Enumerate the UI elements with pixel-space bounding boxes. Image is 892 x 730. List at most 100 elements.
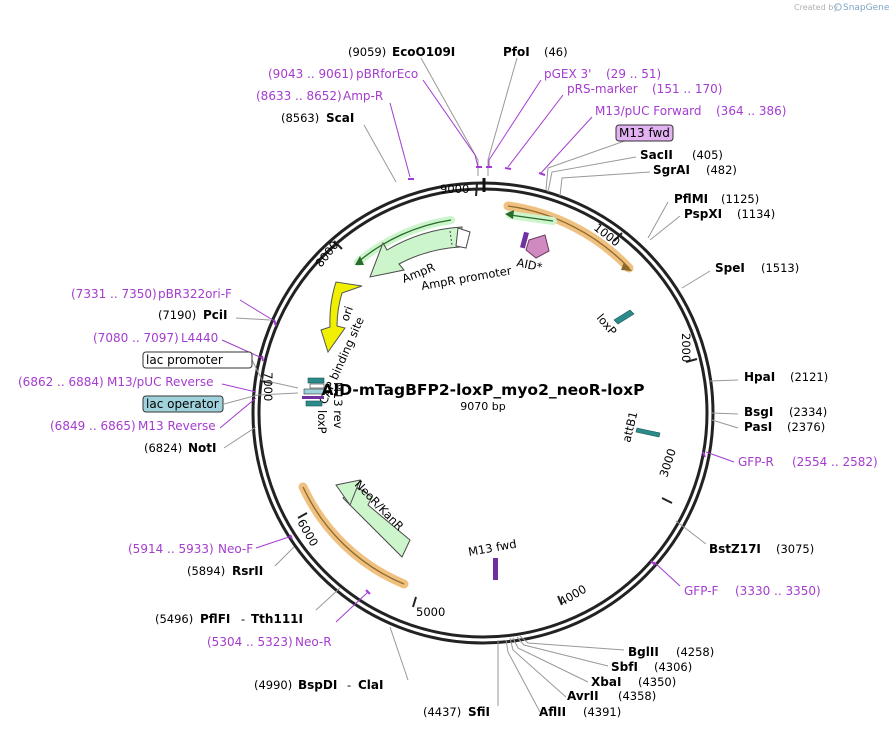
rsrii-name: RsrII bbox=[232, 564, 263, 578]
aid-primer-site bbox=[519, 231, 529, 249]
pbrforeco-leader bbox=[422, 79, 479, 168]
lac-operator-box bbox=[142, 395, 224, 413]
hpai-connector bbox=[709, 379, 739, 382]
gfp-f-range: (3330 .. 3350) bbox=[735, 584, 821, 598]
pbrforeco-range: (9043 .. 9061) bbox=[268, 67, 354, 81]
l4440-range: (7080 .. 7097) bbox=[93, 331, 179, 345]
pbrforeco-name: pBRforEco bbox=[356, 67, 418, 81]
l4440-leader bbox=[221, 339, 263, 359]
pflfi-name: PflFI bbox=[200, 612, 230, 626]
ori-feature-shape bbox=[320, 281, 363, 354]
prs-marker-mark bbox=[504, 167, 512, 170]
bglii-position: (4258) bbox=[676, 645, 714, 659]
aflii-position: (4391) bbox=[583, 705, 621, 719]
neo-f-mark bbox=[289, 534, 293, 540]
bsgi-position: (2334) bbox=[789, 405, 827, 419]
loxp-feature-shape bbox=[613, 309, 635, 325]
neo-f-leader bbox=[255, 535, 293, 549]
tick-label-9000: 9000 bbox=[440, 182, 469, 196]
plasmid-name: AID-mTagBFP2-loxP_myo2_neoR-loxP bbox=[321, 381, 644, 399]
snapgene-logo-icon bbox=[834, 3, 842, 11]
lac-promoter-box bbox=[142, 351, 253, 369]
tick-mark-4000 bbox=[557, 595, 563, 606]
tick-label-6000: 6000 bbox=[294, 517, 321, 549]
bspdi-clai-position: (4990) bbox=[254, 678, 292, 692]
pasi-name: PasI bbox=[744, 420, 772, 434]
m13fwd-box-connector bbox=[545, 136, 637, 191]
plasmid-length: 9070 bp bbox=[460, 400, 505, 413]
pflfi-tth111i-connector bbox=[315, 587, 341, 611]
xbai-connector bbox=[512, 637, 589, 683]
aid-feature-label: AID* bbox=[515, 255, 543, 274]
ori-feature-label: ori bbox=[338, 304, 356, 323]
bsgi-connector bbox=[711, 412, 739, 415]
pgex3-range: (29 .. 51) bbox=[606, 67, 661, 81]
lac-operator-inner-shape bbox=[303, 388, 325, 395]
watermark-brand: SnapGene bbox=[843, 3, 890, 13]
m13-rev-inner-label: M13 rev bbox=[331, 382, 345, 429]
bglii-name: BglII bbox=[628, 645, 659, 659]
pgex3-leader bbox=[488, 79, 542, 166]
tick-mark-5000 bbox=[412, 596, 417, 608]
sgrai-name: SgrAI bbox=[653, 163, 690, 177]
neo-r-range: (5304 .. 5323) bbox=[207, 635, 293, 649]
bstz17i-connector bbox=[675, 520, 707, 545]
pasi-position: (2376) bbox=[787, 420, 825, 434]
pflmi-position: (1125) bbox=[721, 192, 759, 206]
noti-position: (6824) bbox=[144, 441, 182, 455]
sacii-connector bbox=[547, 156, 637, 193]
bstz17i-position: (3075) bbox=[776, 542, 814, 556]
rsrii-connector bbox=[274, 546, 295, 567]
pasi-connector bbox=[711, 419, 739, 429]
hpai-name: HpaI bbox=[744, 370, 775, 384]
lac-promoter-inner-shape bbox=[309, 383, 325, 389]
neo-r-mark bbox=[365, 589, 371, 595]
noti-connector bbox=[223, 426, 257, 449]
tick-label-3000: 3000 bbox=[657, 447, 679, 479]
spei-position: (1513) bbox=[761, 261, 799, 275]
ecoo109i-name: EcoO109I bbox=[392, 45, 455, 59]
pflmi-name: PflMI bbox=[674, 192, 708, 206]
m13-puc-forward-mark bbox=[538, 172, 546, 176]
tick-mark-7000 bbox=[260, 380, 273, 384]
pspxi-name: PspXI bbox=[684, 207, 722, 221]
amp-r-range: (8633 .. 8652) bbox=[256, 89, 342, 103]
m13-puc-reverse-name: M13/pUC Reverse bbox=[107, 375, 214, 389]
lac-promoter-box-label: lac promoter bbox=[146, 353, 223, 367]
pfoi-position: (46) bbox=[544, 45, 568, 59]
m13-reverse-name: M13 Reverse bbox=[138, 419, 216, 433]
neor-feature-arrowhead bbox=[335, 479, 361, 507]
m13-puc-forward-range: (364 .. 386) bbox=[716, 104, 786, 118]
aid-green-line bbox=[509, 214, 554, 222]
tick-label-4000: 4000 bbox=[557, 582, 589, 609]
tick-label-5000: 5000 bbox=[416, 605, 445, 619]
gfp-r-mark bbox=[702, 451, 706, 458]
cap-site-shape bbox=[307, 377, 325, 384]
gfp-r-range: (2554 .. 2582) bbox=[792, 455, 878, 469]
pflfi-tth111i-separator: - bbox=[241, 612, 245, 626]
attb1-feature-shape bbox=[635, 427, 661, 438]
amp-r-name: Amp-R bbox=[343, 89, 383, 103]
tick-mark-9000 bbox=[475, 183, 478, 197]
pfoi-name: PfoI bbox=[503, 45, 530, 59]
xbai-position: (4350) bbox=[638, 675, 676, 689]
sacii-name: SacII bbox=[640, 148, 673, 162]
xbai-name: XbaI bbox=[591, 675, 621, 689]
tick-mark-2000 bbox=[685, 358, 698, 363]
aid-bfp-highlight-line bbox=[507, 205, 630, 269]
noti-name: NotI bbox=[188, 441, 217, 455]
bglii-connector bbox=[519, 635, 625, 651]
bspdi-clai-connector bbox=[389, 626, 409, 681]
ampr-promoter-shape bbox=[455, 227, 471, 249]
m13-reverse-range: (6849 .. 6865) bbox=[50, 419, 136, 433]
avrii-connector bbox=[509, 637, 567, 698]
spei-connector bbox=[681, 270, 711, 289]
pcii-connector bbox=[235, 317, 271, 321]
tth111i-name: Tth111I bbox=[251, 612, 303, 626]
loxp-feature-label: loxP bbox=[594, 311, 620, 338]
sbfi-name: SbfI bbox=[611, 660, 638, 674]
m13-puc-forward-leader bbox=[540, 116, 593, 174]
l4440-mark bbox=[261, 355, 264, 362]
rsrii-position: (5894) bbox=[187, 564, 225, 578]
sbfi-position: (4306) bbox=[654, 660, 692, 674]
